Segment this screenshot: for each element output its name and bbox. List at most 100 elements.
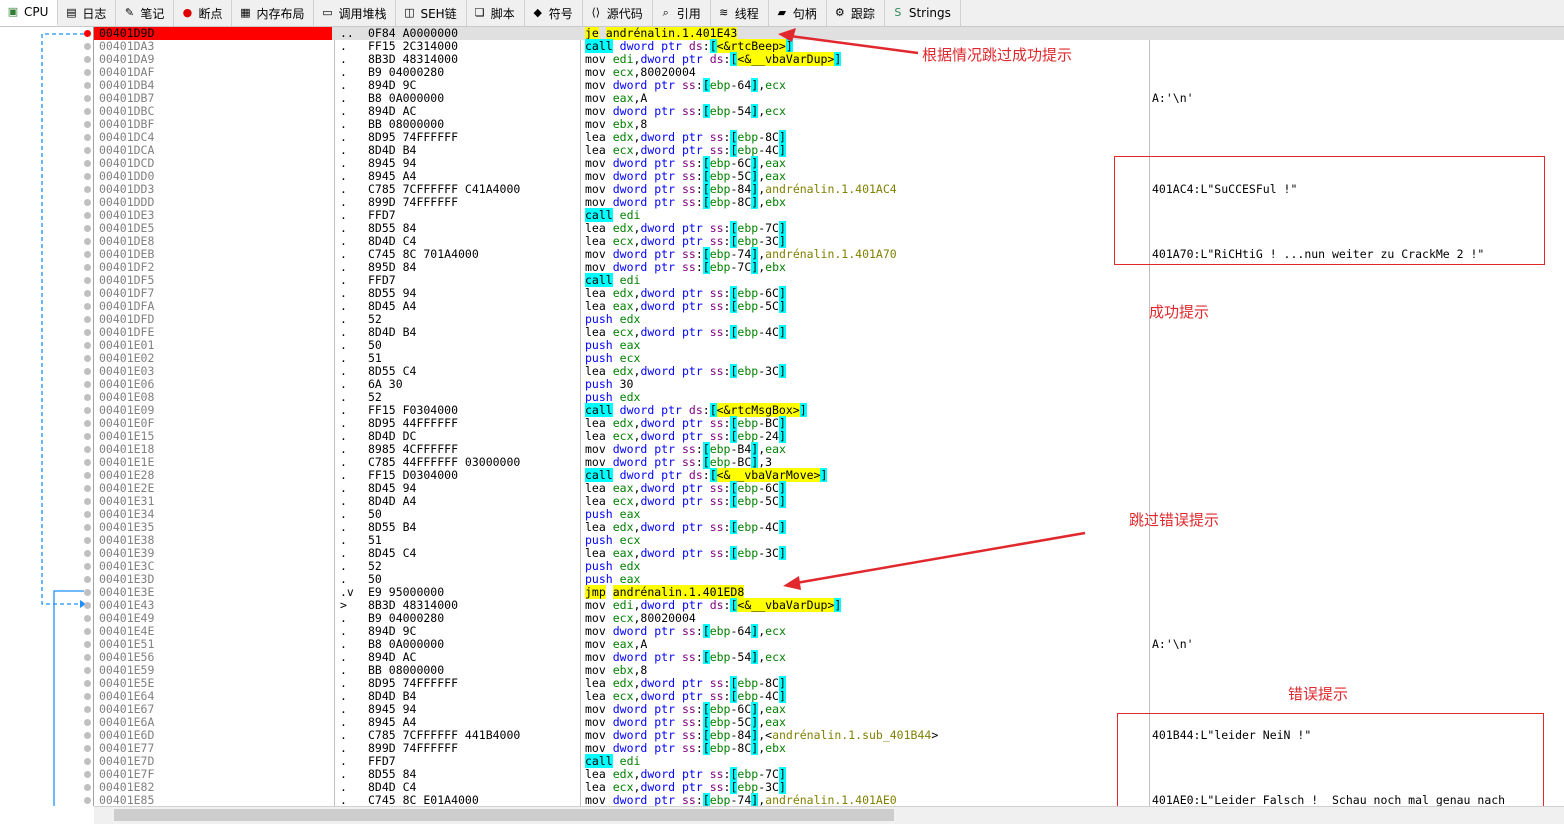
breakpoint-slot[interactable]	[84, 43, 91, 50]
breakpoint-slot[interactable]	[84, 758, 91, 765]
breakpoint-slot[interactable]	[84, 290, 91, 297]
breakpoint-slot[interactable]	[84, 134, 91, 141]
breakpoint-slot[interactable]	[84, 108, 91, 115]
breakpoint-slot[interactable]	[84, 316, 91, 323]
breakpoint-slot[interactable]	[84, 407, 91, 414]
column-divider-bytes[interactable]	[580, 27, 581, 806]
breakpoint-slot[interactable]	[84, 186, 91, 193]
breakpoint-slot[interactable]	[84, 82, 91, 89]
breakpoint-slot[interactable]	[84, 524, 91, 531]
breakpoint-slot[interactable]	[84, 784, 91, 791]
column-divider-dis[interactable]	[1149, 27, 1150, 806]
breakpoint-slot[interactable]	[84, 628, 91, 635]
tab-handles[interactable]: ▰句柄	[769, 0, 827, 26]
breakpoint-slot[interactable]	[84, 797, 91, 804]
scrollbar-thumb[interactable]	[114, 809, 894, 821]
breakpoint-slot[interactable]	[84, 238, 91, 245]
breakpoint-slot[interactable]	[84, 394, 91, 401]
tab-references[interactable]: ⌕引用	[653, 0, 711, 26]
breakpoint-slot[interactable]	[84, 654, 91, 661]
breakpoint-slot[interactable]	[84, 485, 91, 492]
breakpoint-slot[interactable]	[84, 706, 91, 713]
breakpoint-slot[interactable]	[84, 498, 91, 505]
breakpoint-slot[interactable]	[84, 745, 91, 752]
tab-script[interactable]: ❏脚本	[467, 0, 525, 26]
breakpoint-slot[interactable]	[84, 563, 91, 570]
breakpoint-slot[interactable]	[84, 251, 91, 258]
breakpoint-slot[interactable]	[84, 342, 91, 349]
breakpoint-slot[interactable]	[84, 719, 91, 726]
breakpoint-slot[interactable]	[84, 420, 91, 427]
breakpoint-slot[interactable]	[84, 56, 91, 63]
breakpoint-slot[interactable]	[84, 199, 91, 206]
breakpoint-slot[interactable]	[84, 589, 91, 596]
column-divider-addr[interactable]	[334, 27, 335, 806]
tab-cpu[interactable]: ▣CPU	[0, 0, 59, 26]
tab-log[interactable]: ▤日志	[58, 0, 117, 26]
breakpoint-slot[interactable]	[84, 433, 91, 440]
breakpoint-slot[interactable]	[84, 667, 91, 674]
breakpoint-slot[interactable]	[84, 69, 91, 76]
breakpoint-slot[interactable]	[84, 160, 91, 167]
breakpoint-slot[interactable]	[84, 264, 91, 271]
breakpoint-slot[interactable]	[84, 381, 91, 388]
breakpoint-slot[interactable]	[84, 277, 91, 284]
tab-notes[interactable]: ✎笔记	[116, 0, 175, 26]
breakpoint-slot[interactable]	[84, 693, 91, 700]
jump-gutter[interactable]	[0, 27, 94, 806]
horizontal-scrollbar[interactable]	[94, 806, 1564, 824]
breakpoint-slot[interactable]	[84, 459, 91, 466]
breakpoint-slot[interactable]	[84, 537, 91, 544]
breakpoint-slot[interactable]	[84, 641, 91, 648]
breakpoint-slot[interactable]	[84, 602, 91, 609]
breakpoint-slot[interactable]	[84, 472, 91, 479]
breakpoint-slot[interactable]	[84, 680, 91, 687]
tab-source-code[interactable]: ⟨⟩源代码	[583, 0, 653, 26]
breakpoint-slot[interactable]	[84, 576, 91, 583]
tab-breakpoint[interactable]: ●断点	[174, 0, 233, 26]
breakpoint-slot[interactable]	[84, 732, 91, 739]
breakpoint-slot[interactable]	[84, 355, 91, 362]
